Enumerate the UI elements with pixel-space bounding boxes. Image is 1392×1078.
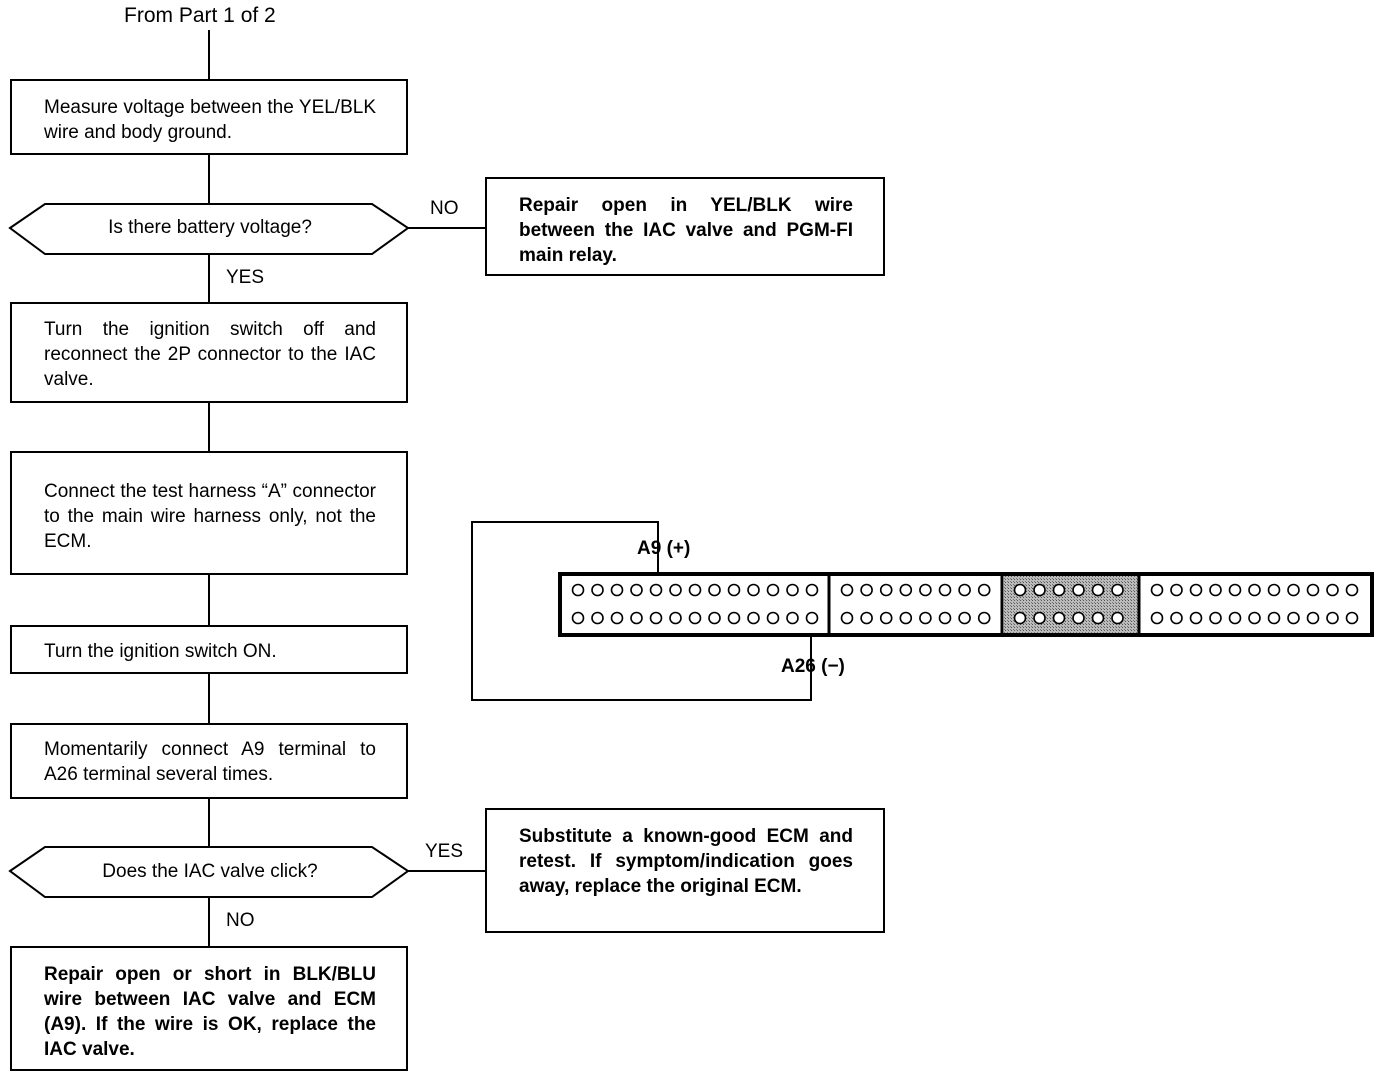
connector-pin [1248, 611, 1261, 625]
connector-pin [1267, 583, 1281, 597]
connector-pin [630, 583, 643, 597]
connector-pin [727, 611, 741, 625]
connector-pin [1111, 583, 1124, 597]
connector-pin [1306, 583, 1320, 597]
label-no-1: NO [430, 198, 459, 219]
step-measure-voltage: Measure voltage between the YEL/BLK wire… [10, 79, 408, 155]
connector-pin [688, 583, 702, 597]
connector-pin [1306, 611, 1320, 625]
connector-pin [1111, 611, 1124, 625]
connector-pin [1326, 611, 1339, 625]
connector-pin [610, 611, 624, 625]
connector-pin [766, 611, 780, 625]
connector-pin [649, 583, 663, 597]
connector-pin [1209, 611, 1222, 625]
connector-pin [977, 611, 991, 625]
connector-pin [747, 611, 760, 625]
connector-pin [610, 583, 624, 597]
connector-pin [1052, 583, 1066, 597]
connector-pin [958, 583, 971, 597]
connector-body [558, 572, 1374, 637]
connector-pin [688, 611, 702, 625]
connector-pin [938, 583, 952, 597]
connector-pin [1189, 583, 1203, 597]
connector-pin [840, 611, 854, 625]
connector-pin [899, 583, 913, 597]
connector-pin [1072, 583, 1085, 597]
label-yes-2: YES [425, 841, 464, 862]
step-repair-blkblu: Repair open or short in BLK/BLU wire bet… [10, 946, 408, 1071]
connector-pin [958, 611, 971, 625]
connector-pin [669, 583, 682, 597]
connector-pin [1287, 611, 1300, 625]
connector-pin [840, 583, 854, 597]
connector-pin [630, 611, 643, 625]
step-substitute-ecm: Substitute a known-good ECM and retest. … [485, 808, 885, 933]
connector-pin [1170, 583, 1183, 597]
connector-pin [860, 583, 873, 597]
connector-pin [591, 611, 604, 625]
connector-pin [919, 583, 932, 597]
decision-iac-click: Does the IAC valve click? [102, 861, 318, 882]
decision-battery-voltage: Is there battery voltage? [108, 217, 312, 238]
connector-pin [1013, 583, 1027, 597]
decision-battery-shape [8, 203, 410, 255]
connector-pin [708, 583, 721, 597]
connector-pin [1326, 583, 1339, 597]
step-turn-ignition-on: Turn the ignition switch ON. [10, 625, 408, 674]
connector-pin [1267, 611, 1281, 625]
label-no-2: NO [226, 910, 255, 931]
label-yes-1: YES [226, 267, 265, 288]
connector-pin [1287, 583, 1300, 597]
decision-click-shape [8, 846, 410, 898]
connector-pin [1228, 611, 1242, 625]
connector-pin [899, 611, 913, 625]
connector-pin [805, 611, 819, 625]
header-from-part: From Part 1 of 2 [124, 4, 276, 27]
connector-pin [708, 611, 721, 625]
connector-pin [1150, 611, 1164, 625]
connector-pin [649, 611, 663, 625]
connector-pin [1013, 611, 1027, 625]
connector-pin [919, 611, 932, 625]
connector-pin [879, 583, 893, 597]
connector-pin [571, 583, 585, 597]
connector-pin [1072, 611, 1085, 625]
step-turn-ignition-off: Turn the ignition switch off and reconne… [10, 302, 408, 403]
step-repair-yelblk: Repair open in YEL/BLK wire between the … [485, 177, 885, 276]
connector-pin [1091, 611, 1105, 625]
connector-pin [879, 611, 893, 625]
connector-pin [747, 583, 760, 597]
connector-pin [1345, 611, 1359, 625]
step-momentarily-connect: Momentarily connect A9 terminal to A26 t… [10, 723, 408, 799]
connector-pin [1209, 583, 1222, 597]
connector-pin [1091, 583, 1105, 597]
step-connect-harness: Connect the test harness “A” connector t… [10, 451, 408, 575]
connector-pin [786, 611, 799, 625]
connector-pin [571, 611, 585, 625]
connector-pin [1345, 583, 1359, 597]
connector-pin [860, 611, 873, 625]
connector-pin [805, 583, 819, 597]
connector-pin [938, 611, 952, 625]
connector-pin [977, 583, 991, 597]
connector-pin [1033, 583, 1046, 597]
label-a9-plus: A9 (+) [637, 538, 691, 559]
connector-pin [1248, 583, 1261, 597]
connector-pin [1170, 611, 1183, 625]
connector-pin [727, 583, 741, 597]
connector-pin [766, 583, 780, 597]
connector-pin [1052, 611, 1066, 625]
connector-pin [1033, 611, 1046, 625]
label-a26-minus: A26 (−) [781, 656, 845, 677]
connector-pin [669, 611, 682, 625]
connector-pin [1228, 583, 1242, 597]
connector-pin [591, 583, 604, 597]
connector-pin [1150, 583, 1164, 597]
connector-pin [1189, 611, 1203, 625]
jumper-wire [471, 521, 812, 701]
connector-pin [786, 583, 799, 597]
